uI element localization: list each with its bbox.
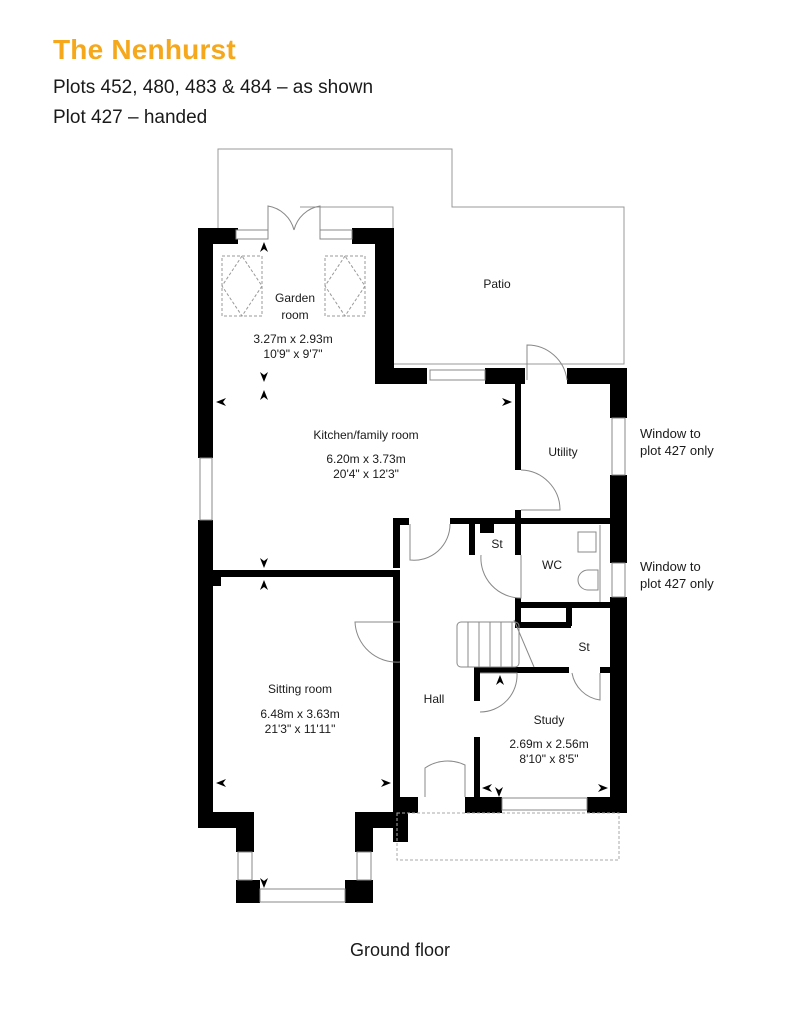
plot-handed: Plot 427 – handed	[53, 107, 208, 128]
arrow-left-icon	[482, 784, 492, 792]
arrow-down-icon	[260, 878, 268, 888]
arrow-up-icon	[260, 242, 268, 252]
plan-title: The Nenhurst	[53, 34, 236, 65]
hall-label: Hall	[424, 692, 445, 706]
study-label: Study	[534, 713, 565, 727]
wc-label: WC	[542, 558, 562, 572]
arrow-left-icon	[216, 398, 226, 406]
window-note-1-line2: plot 427 only	[640, 443, 714, 458]
garden-room-metric: 3.27m x 2.93m	[253, 332, 332, 346]
walls	[198, 228, 627, 903]
kitchen-metric: 6.20m x 3.73m	[326, 452, 405, 466]
window-note-2-line2: plot 427 only	[640, 576, 714, 591]
patio-label: Patio	[483, 277, 511, 291]
arrow-down-icon	[260, 558, 268, 568]
window-note-1-line1: Window to	[640, 426, 701, 441]
garden-room-label-2: room	[281, 308, 308, 322]
dimension-arrows	[216, 242, 608, 888]
sitting-room-metric: 6.48m x 3.63m	[260, 707, 339, 721]
arrow-down-icon	[260, 372, 268, 382]
arrow-right-icon	[502, 398, 512, 406]
arrow-up-icon	[496, 675, 504, 685]
room-labels: Garden room 3.27m x 2.93m 10'9" x 9'7" K…	[253, 277, 590, 766]
sitting-room-label: Sitting room	[268, 682, 332, 696]
wc-fixtures	[577, 525, 601, 602]
kitchen-label: Kitchen/family room	[313, 428, 418, 442]
arrow-down-icon	[495, 787, 503, 797]
study-imperial: 8'10" x 8'5"	[519, 752, 578, 766]
floor-caption: Ground floor	[349, 940, 451, 960]
garden-room-label-1: Garden	[275, 291, 315, 305]
store-label-1: St	[491, 537, 503, 551]
arrow-right-icon	[381, 779, 391, 787]
window-notes: Window to plot 427 only Window to plot 4…	[640, 426, 714, 591]
skylights	[221, 255, 366, 317]
arrow-left-icon	[216, 779, 226, 787]
porch-outline	[396, 812, 620, 861]
arrow-up-icon	[260, 580, 268, 590]
sitting-room-imperial: 21'3" x 11'11"	[265, 722, 336, 736]
windows	[199, 229, 626, 903]
kitchen-imperial: 20'4" x 12'3"	[333, 467, 399, 481]
study-metric: 2.69m x 2.56m	[509, 737, 588, 751]
plots-as-shown: Plots 452, 480, 483 & 484 – as shown	[53, 77, 374, 98]
arrow-right-icon	[598, 784, 608, 792]
store-label-2: St	[578, 640, 590, 654]
window-note-2-line1: Window to	[640, 559, 701, 574]
doors	[267, 205, 601, 797]
stairs	[456, 619, 535, 668]
arrow-up-icon	[260, 390, 268, 400]
garden-room-imperial: 10'9" x 9'7"	[263, 347, 322, 361]
utility-label: Utility	[548, 445, 577, 459]
